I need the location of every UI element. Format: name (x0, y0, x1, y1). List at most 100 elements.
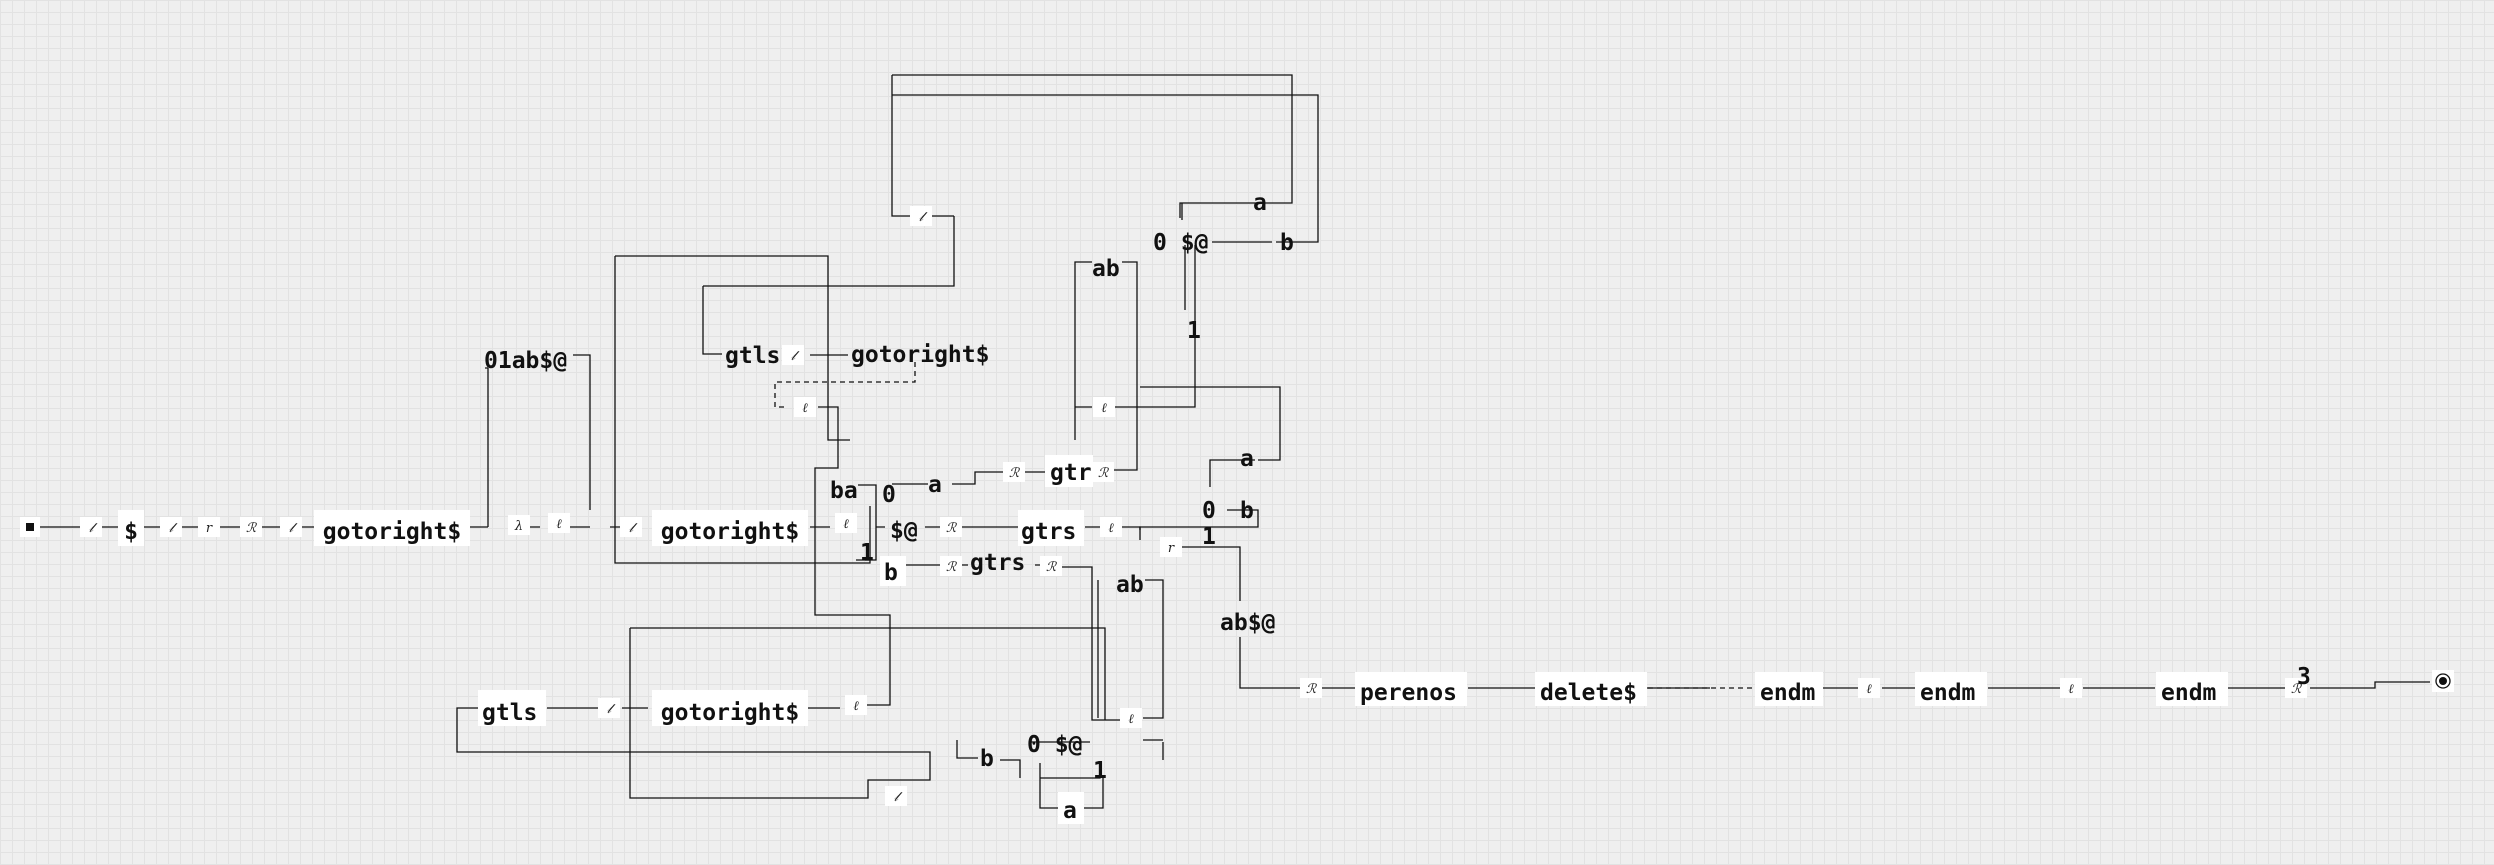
start-node[interactable] (26, 523, 34, 531)
svg-text:ab: ab (1116, 572, 1144, 598)
node-gtr[interactable]: gtr (1045, 455, 1093, 487)
node-b-3[interactable]: b (980, 746, 994, 772)
node-curly-l-1[interactable]: 𝓁 (80, 517, 102, 537)
wire-ab-upper (1074, 245, 1281, 601)
node-gotoright-2[interactable]: gotoright$ (652, 510, 808, 546)
wire-one-b-gtrs (865, 559, 1120, 721)
svg-text:λ: λ (514, 519, 523, 534)
node-gotoright-3[interactable]: gotoright$ (851, 342, 989, 368)
node-sat[interactable]: $@ (890, 518, 918, 544)
node-gtls-2[interactable]: gtls (478, 690, 546, 726)
node-gotoright-4[interactable]: gotoright$ (652, 690, 808, 726)
svg-text:r: r (1168, 541, 1175, 556)
svg-text:0: 0 (882, 482, 896, 508)
node-lambda[interactable]: λ (508, 515, 530, 535)
node-a-2[interactable]: a (1240, 446, 1254, 472)
svg-text:gotoright$: gotoright$ (323, 519, 461, 545)
wire-gtls2-gotoright (547, 704, 865, 709)
node-curly-l-4[interactable]: 𝓁 (620, 517, 642, 537)
node-one-1[interactable]: 1 (860, 540, 874, 566)
node-gtrs-1[interactable]: gtrs (1018, 510, 1084, 546)
node-a-top[interactable]: a (1253, 190, 1267, 216)
node-ell-1[interactable]: ℓ (548, 513, 570, 533)
node-alphabet[interactable]: 01ab$@ (484, 348, 567, 374)
node-one-2[interactable]: 1 (1202, 524, 1216, 550)
node-r-1[interactable]: r (198, 517, 220, 537)
svg-text:gtrs: gtrs (970, 550, 1025, 576)
node-one-3[interactable]: 1 (1093, 758, 1107, 784)
svg-text:b: b (884, 560, 898, 586)
node-curly-l-top[interactable]: 𝓁 (910, 206, 932, 226)
node-curly-l-6[interactable]: 𝓁 (885, 786, 907, 806)
node-r-star-5[interactable]: ℛ (940, 556, 962, 576)
node-a-3[interactable]: a (1058, 792, 1084, 824)
connection-wires (40, 74, 2430, 809)
svg-text:ℓ: ℓ (556, 517, 562, 532)
svg-text:a: a (1253, 190, 1267, 216)
node-perenos[interactable]: perenos (1355, 672, 1467, 706)
svg-text:b: b (1280, 230, 1294, 256)
node-ell-9[interactable]: ℓ (2060, 678, 2082, 698)
node-ell-3[interactable]: ℓ (835, 513, 857, 533)
node-zero-sat-2[interactable]: 0 $@ (1027, 732, 1083, 758)
node-r-star-2[interactable]: ℛ (1003, 462, 1025, 482)
node-three[interactable]: 3 (2297, 664, 2311, 690)
wire-lower-loop (814, 520, 891, 706)
node-a-1[interactable]: a (928, 472, 942, 498)
node-zero-1[interactable]: 0 (882, 482, 896, 508)
svg-text:ℓ: ℓ (2068, 682, 2074, 697)
svg-text:ℓ: ℓ (802, 401, 808, 416)
svg-text:gtls: gtls (725, 343, 780, 369)
node-one-top[interactable]: 1 (1187, 318, 1201, 344)
node-delete[interactable]: delete$ (1535, 672, 1647, 706)
node-b-2[interactable]: b (1240, 498, 1254, 524)
node-r-star-3[interactable]: ℛ (1092, 462, 1114, 482)
wire-alphabet-loop (485, 354, 591, 527)
node-r-star-8[interactable]: ℛ (2285, 678, 2307, 698)
node-ell-6[interactable]: ℓ (845, 695, 867, 715)
node-r-2[interactable]: r (1160, 537, 1182, 557)
node-b-top[interactable]: b (1280, 230, 1294, 256)
svg-text:$: $ (124, 519, 138, 545)
node-r-star-7[interactable]: ℛ (1300, 678, 1322, 698)
node-endm-2[interactable]: endm (1915, 672, 1987, 706)
node-endm-3[interactable]: endm (2156, 672, 2228, 706)
node-ell-7[interactable]: ℓ (1120, 708, 1142, 728)
node-gtls-1[interactable]: gtls (725, 343, 780, 369)
node-ell-8[interactable]: ℓ (1858, 678, 1880, 698)
svg-text:endm: endm (1920, 680, 1975, 706)
svg-text:gotoright$: gotoright$ (851, 342, 989, 368)
node-ell-2[interactable]: ℓ (794, 397, 816, 417)
end-node[interactable] (2432, 670, 2454, 692)
label-nodes: $ gotoright$ 01ab$@ gotoright$ gtls goto… (118, 190, 2311, 824)
node-gotoright-1[interactable]: gotoright$ (314, 510, 470, 546)
node-ell-4[interactable]: ℓ (1100, 517, 1122, 537)
node-zero-2[interactable]: 0 (1202, 498, 1216, 524)
node-curly-l-5[interactable]: 𝓁 (598, 698, 620, 718)
node-ab-sat[interactable]: ab$@ (1220, 610, 1276, 636)
svg-text:perenos: perenos (1360, 680, 1457, 706)
node-ab-1[interactable]: ab (1092, 256, 1120, 282)
svg-text:b: b (1240, 498, 1254, 524)
svg-text:ℓ: ℓ (1866, 682, 1872, 697)
node-ell-5[interactable]: ℓ (1093, 397, 1115, 417)
svg-text:ℛ: ℛ (1306, 682, 1318, 697)
node-curly-l-2[interactable]: 𝓁 (160, 517, 182, 537)
node-dollar[interactable]: $ (118, 510, 144, 546)
wire-top-right-ab (1181, 203, 1272, 243)
node-curly-l-3[interactable]: 𝓁 (280, 517, 302, 537)
node-zero-sat-1[interactable]: 0 $@ (1153, 230, 1209, 256)
node-r-star-1[interactable]: ℛ (240, 517, 262, 537)
node-curly-l-gtls[interactable]: 𝓁 (782, 345, 804, 365)
node-ba[interactable]: ba (830, 478, 858, 504)
svg-text:gtrs: gtrs (1021, 519, 1076, 545)
node-b-1[interactable]: b (880, 556, 906, 586)
svg-text:ℓ: ℓ (853, 699, 859, 714)
node-gtrs-2[interactable]: gtrs (970, 550, 1025, 576)
node-endm-1[interactable]: endm (1755, 672, 1823, 706)
node-ab-2[interactable]: ab (1116, 572, 1144, 598)
node-r-star-6[interactable]: ℛ (1040, 556, 1062, 576)
node-r-star-4[interactable]: ℛ (940, 517, 962, 537)
svg-text:ab: ab (1092, 256, 1120, 282)
svg-text:a: a (928, 472, 942, 498)
